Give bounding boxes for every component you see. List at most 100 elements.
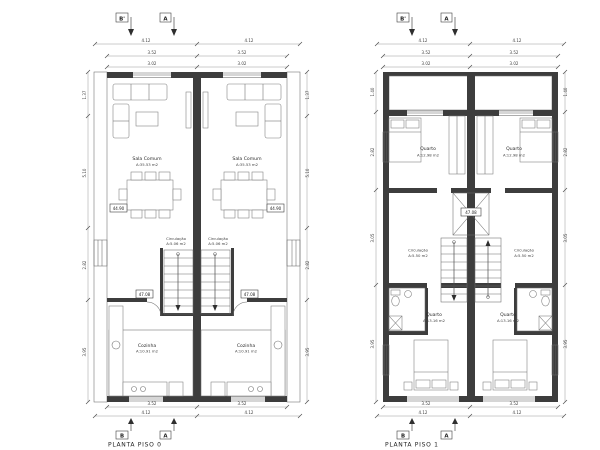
labels-p1: Quarto A:12.98 m2 Quarto A:12.98 m2 47.0…	[402, 146, 540, 323]
pillow	[431, 379, 447, 389]
marker-b-top-label: B'	[119, 17, 125, 23]
chair	[251, 171, 264, 181]
plan-title-piso0: PLANTA PISO 0	[108, 442, 162, 449]
dim-label: 4.12	[419, 38, 428, 43]
chair	[251, 209, 264, 219]
door-arc	[232, 301, 248, 317]
room-area: A:12.98 m2	[417, 153, 440, 158]
section-marker-a-top-p1: A	[440, 12, 458, 36]
bathrooms-p1	[388, 287, 553, 332]
room-area: A:10.91 m2	[235, 349, 258, 354]
side-entrance-right	[286, 239, 301, 267]
dim-label: 3.52	[148, 401, 157, 406]
marker-b-bottom-label: B	[401, 434, 405, 440]
room-name: Sala Comum	[132, 156, 162, 162]
room-area: A:5.06 m2	[208, 241, 228, 246]
bathroom-tile-floor	[516, 287, 553, 332]
section-arrow-down-icon	[452, 29, 458, 36]
pillow	[390, 119, 405, 129]
dim-label: 3.02	[422, 61, 431, 66]
door-arc	[146, 301, 162, 317]
level-marker: 44.90	[270, 206, 282, 211]
pillow	[521, 119, 536, 129]
nightstand	[403, 381, 413, 391]
dim-label: 3.52	[422, 401, 431, 406]
dim-label: 4.12	[513, 410, 522, 415]
dim-label: 4.12	[245, 38, 254, 43]
room-area: A:35.53 m2	[236, 162, 259, 167]
room-name: Sala Comum	[232, 156, 262, 162]
marker-a-top-label: A	[444, 17, 449, 23]
tv-cabinet	[185, 91, 192, 129]
room-area: A:13.16 m2	[423, 318, 446, 323]
dim-label: 4.12	[142, 38, 151, 43]
kitchens-p0	[108, 305, 286, 397]
tv-cabinet	[202, 91, 209, 129]
level-marker: 47.08	[139, 292, 151, 297]
stone-wall-right	[286, 71, 301, 403]
dim-label: 1.40	[370, 87, 375, 96]
marker-b-top-label: B'	[400, 17, 406, 23]
pillow	[536, 119, 551, 129]
dim-label: 4.12	[142, 410, 151, 415]
dimensions-bottom-p1: 3.52 3.52 4.12 4.12	[374, 401, 567, 419]
chair	[144, 209, 157, 219]
party-wall-p0	[193, 72, 201, 402]
dim-label: 4.12	[419, 410, 428, 415]
stove	[248, 386, 254, 392]
pillow	[405, 119, 420, 129]
stairs-p1	[440, 237, 502, 303]
room-name: Quarto	[500, 312, 516, 318]
toilet	[540, 289, 551, 296]
room-area: A:10.91 m2	[136, 349, 159, 354]
dim-label: 5.10	[82, 168, 87, 177]
stairs-p0	[163, 249, 231, 315]
marker-a-top-label: A	[163, 17, 168, 23]
plan-piso0: B' A 4.12 4.12 3.52 3.52 3.02 3.02	[82, 12, 310, 449]
coffee-table	[235, 111, 259, 127]
sofa	[112, 83, 168, 101]
chair	[223, 209, 236, 219]
room-name: Circulação	[514, 248, 534, 253]
section-marker-a-bottom-p0: A	[159, 418, 177, 440]
stone-wall-left	[93, 71, 108, 403]
chair	[237, 209, 250, 219]
dimensions-top-p1: 4.12 4.12 3.52 3.52 3.02 3.02	[374, 38, 567, 70]
nightstand	[482, 381, 492, 391]
fridge	[168, 381, 184, 397]
dim-label: 3.02	[238, 61, 247, 66]
room-name: Circulação	[166, 236, 186, 241]
pillow	[494, 379, 510, 389]
sofa	[226, 83, 282, 101]
dim-label: 4.12	[245, 410, 254, 415]
dimensions-right-side-p0: 1.37 5.10 2.82 3.95	[304, 69, 310, 405]
room-name: Circulação	[408, 248, 428, 253]
pillow	[415, 379, 431, 389]
stair-direction-arrow-icon	[451, 295, 457, 301]
chair	[130, 171, 143, 181]
labels-p0: Sala Comum A:35.53 m2 Sala Comum A:35.53…	[109, 156, 285, 354]
dim-label: 1.37	[305, 90, 310, 99]
dimensions-left-side-p1: 1.40 2.82 3.05 3.95	[370, 69, 379, 405]
room-area: A:12.98 m2	[503, 153, 526, 158]
dim-label: 2.82	[370, 147, 375, 156]
walls-p0	[93, 71, 301, 403]
dim-label: 2.82	[563, 147, 568, 156]
chair	[266, 188, 276, 201]
dim-label: 2.82	[82, 260, 87, 269]
dim-label: 3.95	[82, 347, 87, 356]
section-arrow-up-icon	[128, 418, 134, 424]
level-marker: 47.08	[465, 210, 477, 215]
stair-direction-arrow-icon	[175, 305, 181, 311]
plan-piso1: B' A 4.12 4.12 3.52 3.52 3.02 3.02 1.40	[370, 12, 568, 449]
chair	[172, 188, 182, 201]
stair-direction-arrow-icon	[212, 305, 218, 311]
chair	[158, 209, 171, 219]
stove	[140, 386, 146, 392]
section-arrow-down-icon	[128, 29, 134, 36]
marker-a-bottom-label: A	[163, 434, 168, 440]
room-area: A:5.50 m2	[514, 253, 534, 258]
room-area: A:5.06 m2	[166, 241, 186, 246]
